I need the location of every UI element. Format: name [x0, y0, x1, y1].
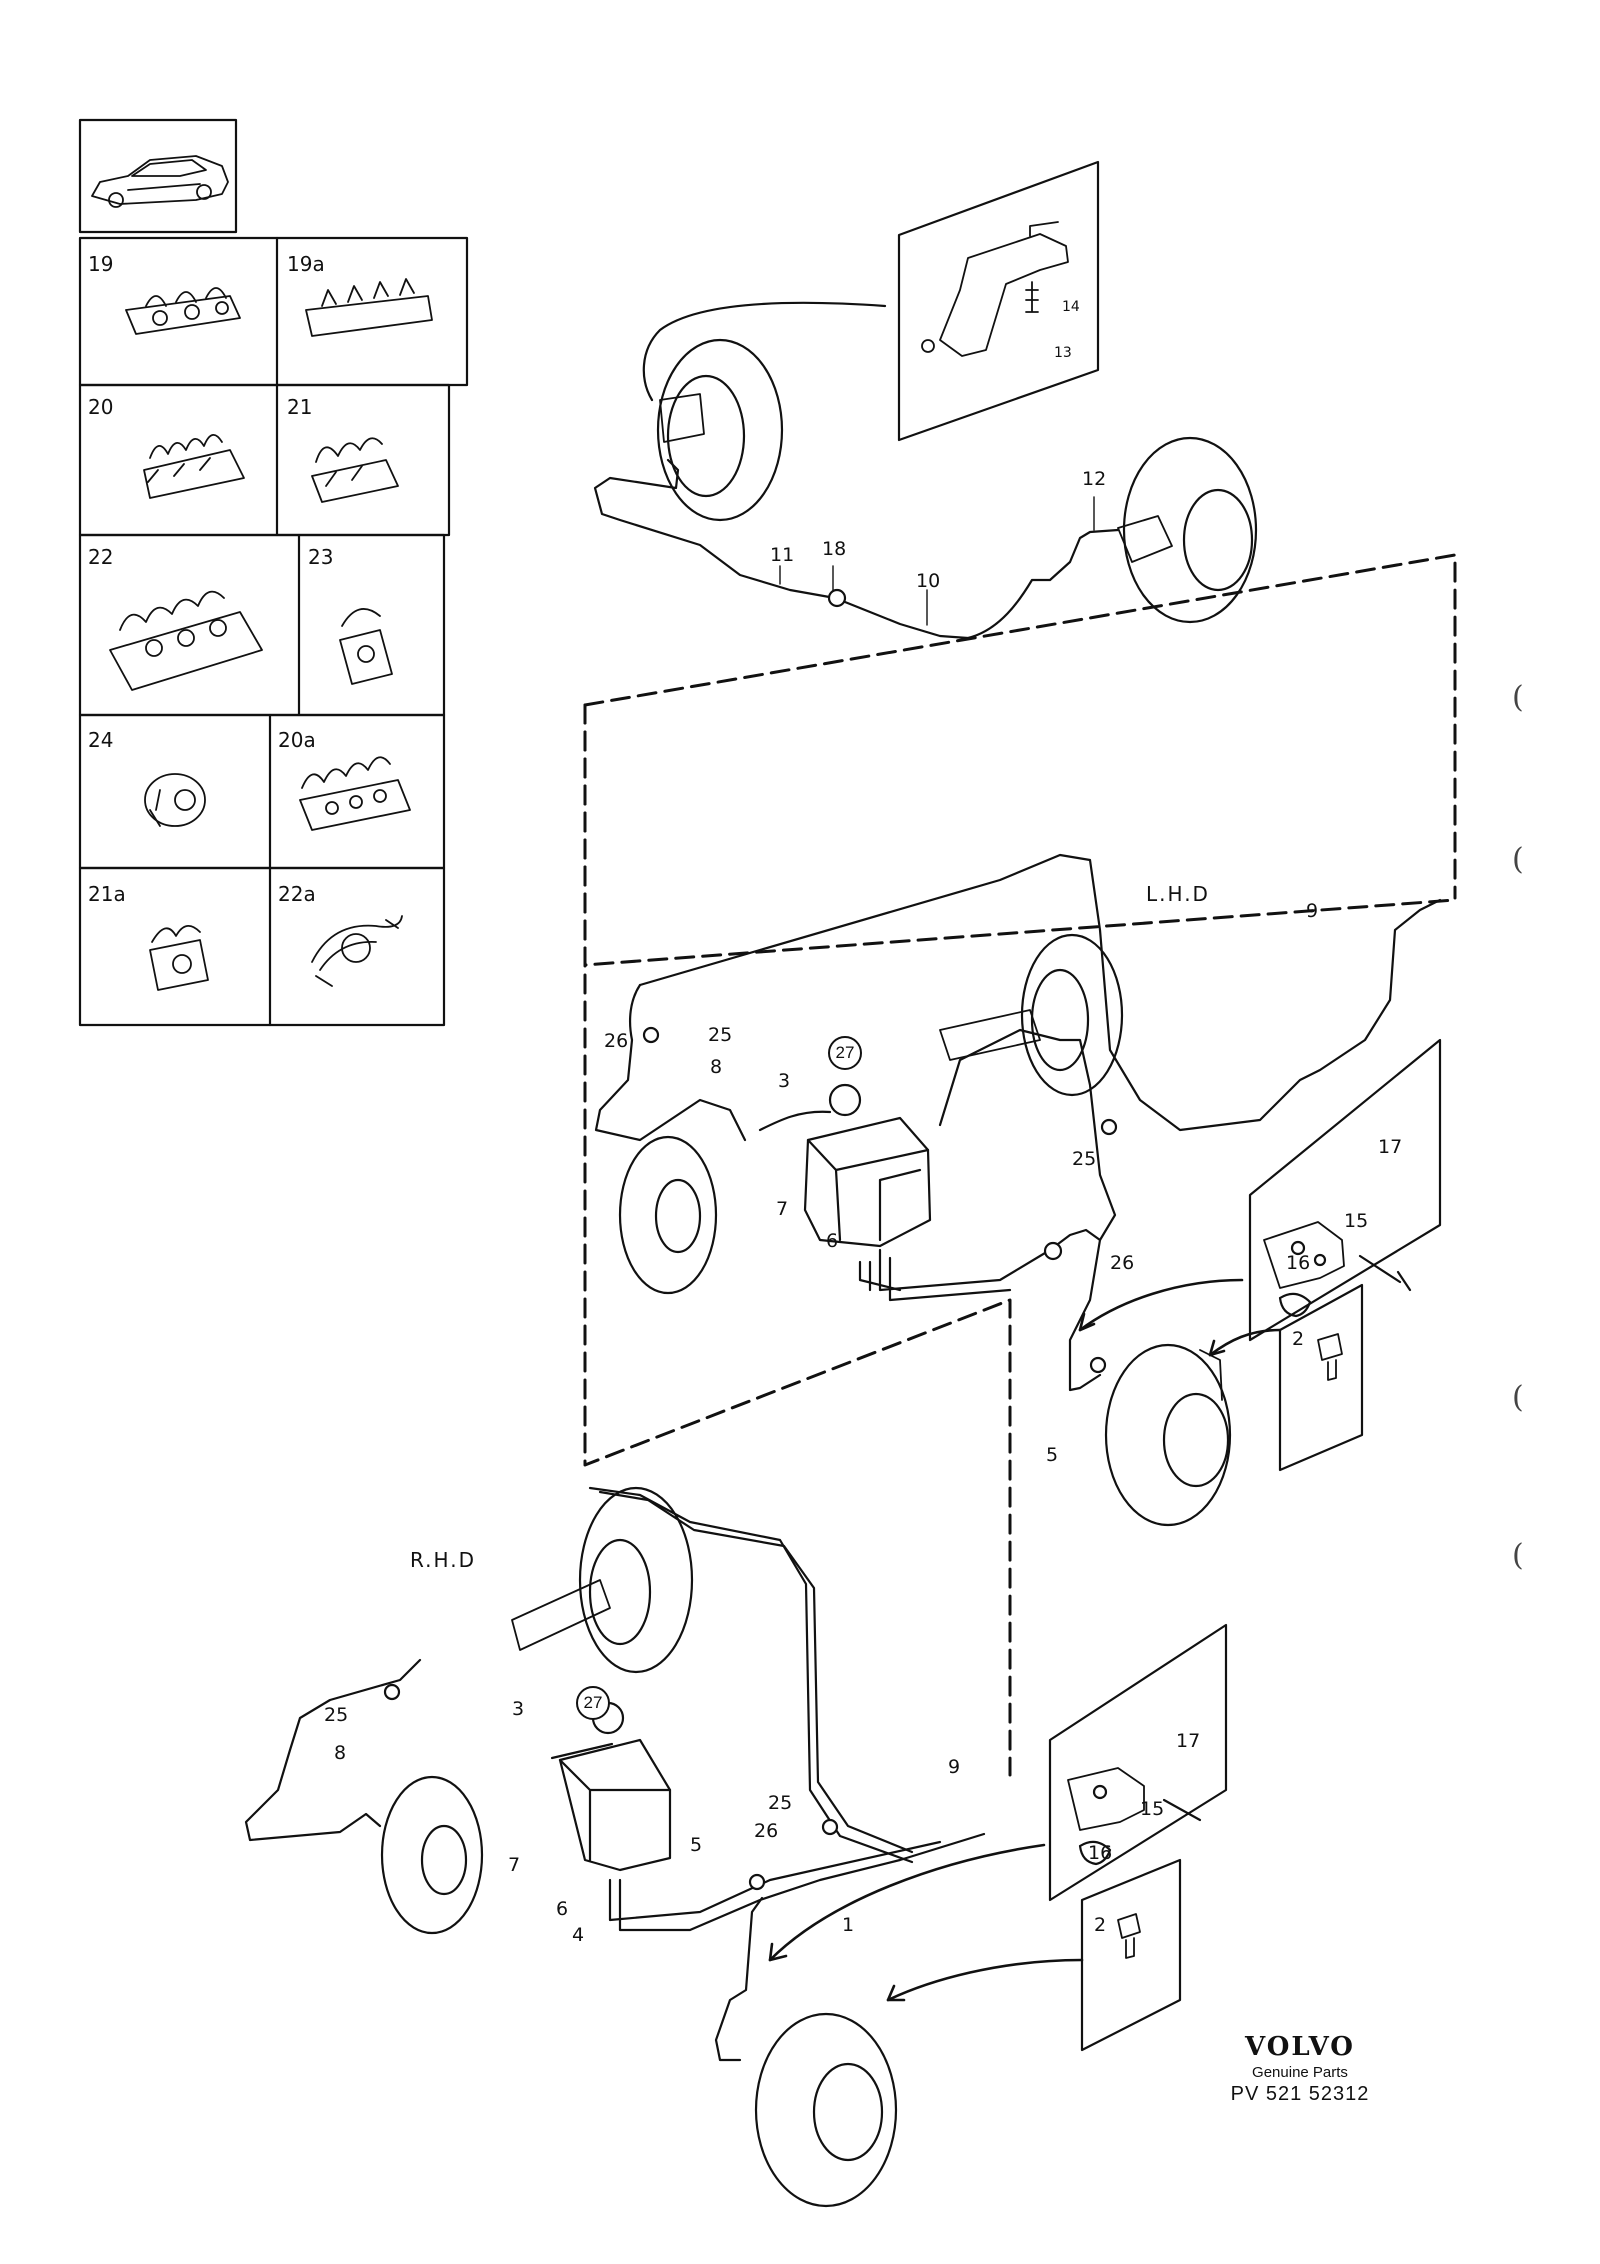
region-label-rhd: R.H.D — [410, 1548, 476, 1572]
callout-rhd-26: 26 — [754, 1820, 779, 1842]
lhd-screw-frame — [1278, 1283, 1364, 1472]
callout-rhd-6: 6 — [556, 1898, 569, 1920]
lhd-region-boundary — [583, 553, 1457, 1777]
part-label-23: 23 — [308, 545, 334, 569]
part-code: PV 521 52312 — [1230, 2083, 1370, 2105]
callout-11: 11 — [770, 544, 795, 566]
car-icon — [91, 155, 229, 208]
side-mark-2: ( — [1512, 842, 1524, 877]
brand-tagline: Genuine Parts — [1252, 2064, 1348, 2081]
rhd-screw-frame — [1080, 1858, 1182, 2052]
rear-brake-assembly — [593, 160, 1258, 640]
callout-rhd-27: 27 — [576, 1686, 610, 1720]
lhd-assembly — [594, 853, 1442, 1527]
callout-rhd-5: 5 — [690, 1834, 703, 1856]
rhd-assembly — [244, 1486, 1228, 2208]
callout-10: 10 — [916, 570, 941, 592]
callout-lhd-3: 3 — [778, 1070, 791, 1092]
car-thumbnail-frame — [78, 118, 238, 234]
callout-lhd-2: 2 — [1292, 1328, 1305, 1350]
callout-lhd-26: 26 — [604, 1030, 629, 1052]
callout-rhd-1: 1 — [842, 1914, 855, 1936]
callout-lhd-26b: 26 — [1110, 1252, 1135, 1274]
callout-lhd-16: 16 — [1286, 1252, 1311, 1274]
callout-13: 13 — [1054, 345, 1072, 361]
bracket-frame — [897, 160, 1100, 442]
callout-lhd-27: 27 — [828, 1036, 862, 1070]
part-label-19a: 19a — [287, 252, 325, 276]
lhd-region-divider — [583, 703, 1457, 967]
part-label-20a: 20a — [278, 728, 316, 752]
region-label-lhd: L.H.D — [1146, 882, 1210, 906]
callout-rhd-9: 9 — [948, 1756, 961, 1778]
side-mark-3: ( — [1512, 1380, 1524, 1415]
part-label-24: 24 — [88, 728, 114, 752]
lhd-bracket-frame — [1248, 1038, 1442, 1342]
callout-rhd-3: 3 — [512, 1698, 525, 1720]
callout-rhd-7: 7 — [508, 1854, 521, 1876]
callout-lhd-5: 5 — [1046, 1444, 1059, 1466]
side-mark-4: ( — [1512, 1538, 1524, 1573]
callout-rhd-17: 17 — [1176, 1730, 1201, 1752]
callout-lhd-7: 7 — [776, 1198, 789, 1220]
part-label-21a: 21a — [88, 882, 126, 906]
callout-rhd-25b: 25 — [768, 1792, 793, 1814]
callout-lhd-15: 15 — [1344, 1210, 1369, 1232]
rhd-bracket-frame — [1048, 1623, 1228, 1902]
callout-lhd-25: 25 — [708, 1024, 733, 1046]
part-label-21: 21 — [287, 395, 313, 419]
callout-rhd-15: 15 — [1140, 1798, 1165, 1820]
callout-rhd-4: 4 — [572, 1924, 585, 1946]
side-mark-1: ( — [1512, 680, 1524, 715]
part-label-19: 19 — [88, 252, 114, 276]
part-label-22a: 22a — [278, 882, 316, 906]
callout-lhd-8: 8 — [710, 1056, 723, 1078]
part-label-22: 22 — [88, 545, 114, 569]
callout-12: 12 — [1082, 468, 1107, 490]
parts-grid — [78, 118, 469, 1027]
callout-lhd-25b: 25 — [1072, 1148, 1097, 1170]
callout-rhd-2: 2 — [1094, 1914, 1107, 1936]
callout-lhd-17: 17 — [1378, 1136, 1403, 1158]
volvo-logo: VOLVO — [1245, 2032, 1355, 2062]
callout-lhd-6: 6 — [826, 1230, 839, 1252]
callout-rhd-8: 8 — [334, 1742, 347, 1764]
callout-lhd-9: 9 — [1306, 900, 1319, 922]
callout-rhd-25: 25 — [324, 1704, 349, 1726]
callout-14: 14 — [1062, 299, 1080, 315]
callout-18: 18 — [822, 538, 847, 560]
brand-block: VOLVO Genuine Parts PV 521 52312 — [1210, 2032, 1390, 2106]
callout-rhd-16: 16 — [1088, 1842, 1113, 1864]
part-label-20: 20 — [88, 395, 114, 419]
